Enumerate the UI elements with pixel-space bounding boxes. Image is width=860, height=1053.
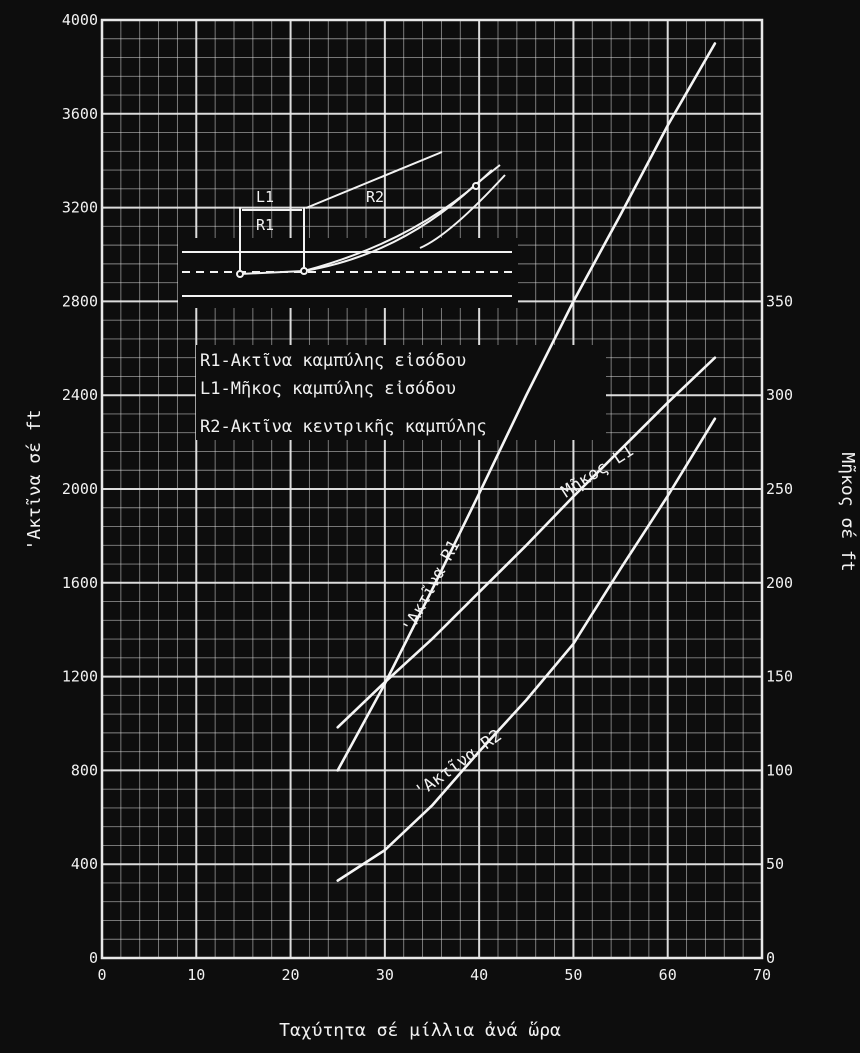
y-tick-label-left: 4000 xyxy=(62,11,98,29)
y-tick-label-right: 100 xyxy=(766,761,793,779)
y-tick-label-left: 800 xyxy=(71,761,98,779)
series-line-3 xyxy=(336,417,717,882)
y-tick-label-left: 2800 xyxy=(62,292,98,310)
legend: R1-Ακτῖνα καμπύλης εἰσόδου L1-Μῆκος καμπ… xyxy=(200,351,487,437)
y-tick-label-right: 150 xyxy=(766,668,793,686)
inset-diagram xyxy=(178,151,518,308)
y-tick-label-right: 250 xyxy=(766,480,793,498)
y-tick-label-left: 3200 xyxy=(62,199,98,217)
y-tick-label-right: 350 xyxy=(766,292,793,310)
series-lines xyxy=(336,42,717,882)
y-axis-title-right: Μῆκος σέ ft xyxy=(837,452,858,571)
legend-entry-r1: R1-Ακτῖνα καμπύλης εἰσόδου xyxy=(200,351,466,371)
x-tick-label: 60 xyxy=(659,966,677,984)
legend-entry-l1: L1-Μῆκος καμπύλης εἰσόδου xyxy=(200,379,456,399)
x-tick-label: 0 xyxy=(97,966,106,984)
y-tick-label-left: 2400 xyxy=(62,386,98,404)
y-tick-label-left: 2000 xyxy=(62,480,98,498)
inset-label-r2: R2 xyxy=(366,188,384,206)
y-tick-label-left: 1200 xyxy=(62,668,98,686)
x-tick-label: 20 xyxy=(282,966,300,984)
legend-entry-r2: R2-Ακτῖνα κεντρικῆς καμπύλης xyxy=(200,417,487,437)
x-axis-title: Ταχύτητα σέ μίλλια ἀνά ὥρα xyxy=(279,1020,561,1041)
x-tick-label: 70 xyxy=(753,966,771,984)
y-tick-label-left: 0 xyxy=(89,949,98,967)
series-line-2 xyxy=(336,356,717,729)
y-tick-label-right: 300 xyxy=(766,386,793,404)
y-tick-label-left: 400 xyxy=(71,855,98,873)
inset-label-l1: L1 xyxy=(256,188,274,206)
inset-label-r1: R1 xyxy=(256,216,274,234)
series-line-1 xyxy=(336,42,717,772)
x-tick-label: 40 xyxy=(470,966,488,984)
x-tick-label: 30 xyxy=(376,966,394,984)
y-tick-label-right: 200 xyxy=(766,574,793,592)
y-tick-label-left: 1600 xyxy=(62,574,98,592)
y-tick-label-right: 0 xyxy=(766,949,775,967)
x-tick-label: 10 xyxy=(187,966,205,984)
legend-background xyxy=(196,345,606,440)
x-tick-label: 50 xyxy=(564,966,582,984)
y-axis-title-left: 'Ακτῖνα σέ ft xyxy=(24,410,45,551)
y-tick-label-right: 50 xyxy=(766,855,784,873)
y-tick-label-left: 3600 xyxy=(62,105,98,123)
